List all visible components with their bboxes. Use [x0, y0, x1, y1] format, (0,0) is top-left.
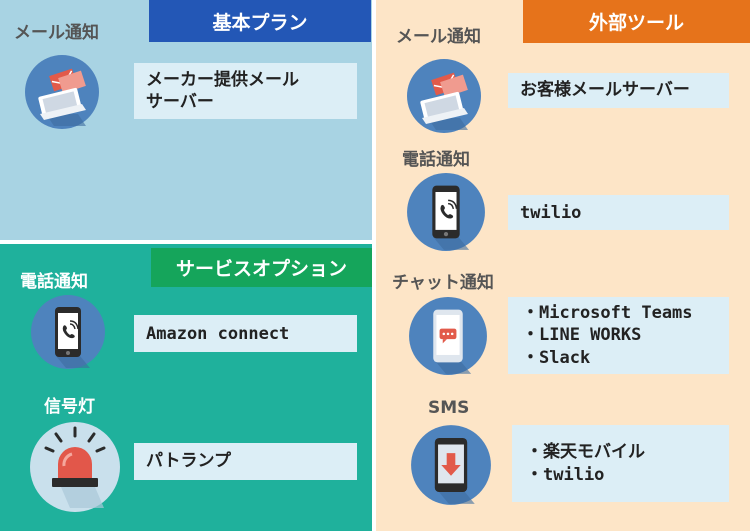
external-tool-badge: 外部ツール — [523, 0, 750, 43]
external-phone-label: 電話通知 — [402, 150, 470, 170]
chat-item: ・LINE WORKS — [522, 325, 642, 346]
laptop-mail-icon — [25, 55, 99, 129]
sms-download-icon — [411, 425, 491, 505]
external-sms-label: SMS — [428, 398, 470, 418]
external-phone-box: twilio — [508, 195, 729, 230]
sms-item: ・twilio — [526, 464, 605, 485]
phone-call-icon — [31, 295, 105, 369]
basic-mail-box: メーカー提供メール サーバー — [134, 63, 357, 119]
siren-icon — [30, 422, 120, 512]
chat-item: ・Microsoft Teams — [522, 303, 693, 324]
phone-call-icon — [407, 173, 485, 251]
option-signal-label: 信号灯 — [44, 397, 95, 417]
basic-plan-badge: 基本プラン — [149, 0, 371, 42]
option-signal-box: パトランプ — [134, 443, 357, 480]
external-chat-label: チャット通知 — [392, 273, 494, 293]
chat-item: ・Slack — [522, 347, 591, 368]
external-chat-box: ・Microsoft Teams ・LINE WORKS ・Slack — [508, 297, 729, 374]
service-option-badge: サービスオプション — [151, 248, 372, 287]
option-phone-box: Amazon connect — [134, 315, 357, 352]
external-sms-box: ・楽天モバイル ・twilio — [512, 425, 729, 502]
external-mail-box: お客様メールサーバー — [508, 73, 729, 108]
laptop-mail-icon — [407, 59, 481, 133]
external-mail-label: メール通知 — [396, 27, 481, 47]
option-phone-label: 電話通知 — [20, 272, 88, 292]
chat-phone-icon — [409, 297, 487, 375]
sms-item: ・楽天モバイル — [526, 442, 645, 463]
basic-mail-label: メール通知 — [14, 23, 99, 43]
